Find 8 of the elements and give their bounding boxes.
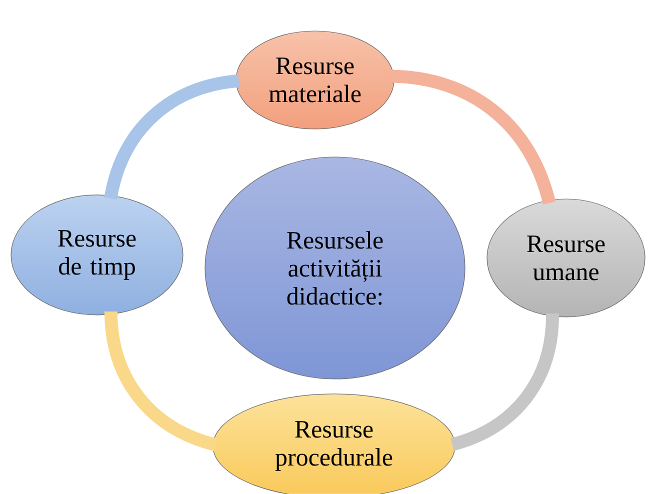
ring-segment — [104, 74, 240, 200]
ring-segment — [390, 70, 556, 205]
ellipse-node: Resursele activității didactice: — [204, 156, 466, 380]
ellipse-node: Resurse de timp — [10, 194, 184, 316]
ring-segment — [450, 313, 559, 451]
ellipse-node: Resurse umane — [486, 198, 646, 318]
ring-segment — [104, 311, 218, 452]
ellipse-node: Resurse materiale — [236, 30, 394, 130]
